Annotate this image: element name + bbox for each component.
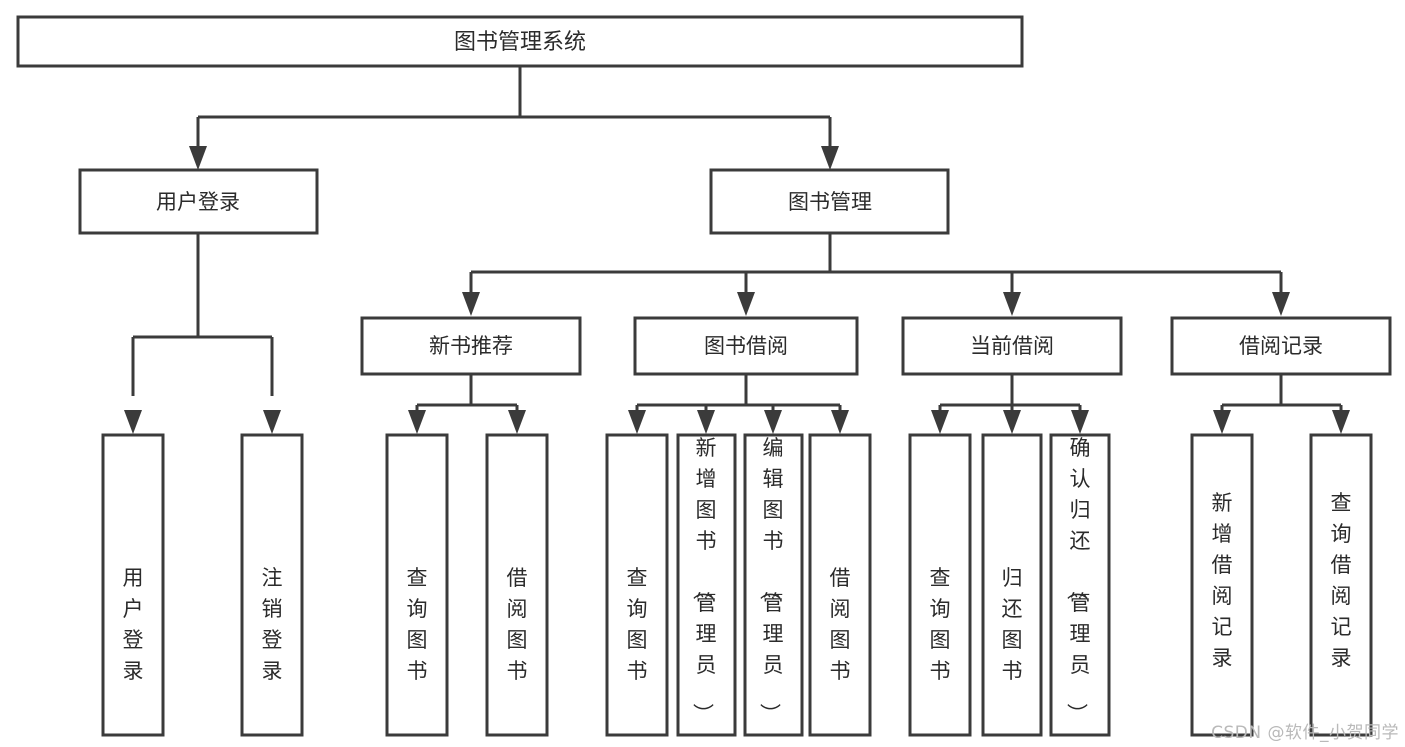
connector-new-book-rec-to-leaves <box>408 374 526 434</box>
node-borrow-record-label: 借阅记录 <box>1239 334 1323 358</box>
leaf-query-record[interactable]: 查询借阅记录 <box>1309 433 1373 737</box>
leaf-logout-box[interactable] <box>240 433 304 737</box>
node-book-manage[interactable]: 图书管理 <box>709 168 950 235</box>
node-book-manage-box[interactable] <box>709 168 950 235</box>
node-root-label: 图书管理系统 <box>454 30 586 55</box>
csdn-watermark: CSDN @软件_小贺同学 <box>1211 723 1399 743</box>
connector-borrow-record-to-leaves <box>1213 374 1350 434</box>
leaf-logout[interactable]: 注销登录 <box>240 433 304 737</box>
node-current-borrow[interactable]: 当前借阅 <box>901 316 1123 376</box>
leaf-query-book-1[interactable]: 查询图书 <box>385 433 449 737</box>
leaf-query-record-label: 查询借阅记录 <box>1331 491 1352 670</box>
node-user-login-label: 用户登录 <box>156 190 240 214</box>
node-book-manage-label: 图书管理 <box>788 190 872 214</box>
node-book-borrow-box[interactable] <box>633 316 859 376</box>
leaf-query-book-3-label: 查询图书 <box>930 566 951 683</box>
connector-user-login-to-leaves <box>124 233 281 434</box>
node-current-borrow-label: 当前借阅 <box>970 334 1054 358</box>
leaf-edit-book[interactable]: 编辑图书（管理员） <box>743 433 804 737</box>
leaf-query-book-3[interactable]: 查询图书 <box>908 433 972 737</box>
leaf-confirm-return-box[interactable] <box>1049 433 1111 737</box>
leaf-add-book[interactable]: 新增图书（管理员） <box>676 433 737 737</box>
leaf-borrow-book-1-box[interactable] <box>485 433 549 737</box>
leaf-add-record-label: 新增借阅记录 <box>1212 491 1233 670</box>
node-book-borrow[interactable]: 图书借阅 <box>633 316 859 376</box>
connector-book-manage-to-level2 <box>462 233 1290 316</box>
leaf-borrow-book-1-label: 借阅图书 <box>507 566 528 683</box>
node-root[interactable]: 图书管理系统 <box>16 15 1024 68</box>
leaf-borrow-book-2-label: 借阅图书 <box>830 566 851 683</box>
leaf-query-record-box[interactable] <box>1309 433 1373 737</box>
leaf-borrow-book-1[interactable]: 借阅图书 <box>485 433 549 737</box>
leaf-user-login-box[interactable] <box>101 433 165 737</box>
leaf-user-login[interactable]: 用户登录 <box>101 433 165 737</box>
leaf-edit-book-box[interactable] <box>743 433 804 737</box>
node-new-book-rec[interactable]: 新书推荐 <box>360 316 582 376</box>
leaf-query-book-1-box[interactable] <box>385 433 449 737</box>
leaf-borrow-book-2-box[interactable] <box>808 433 872 737</box>
connector-book-borrow-to-leaves <box>628 374 849 434</box>
leaf-edit-book-label: 编辑图书（管理员） <box>758 436 784 724</box>
leaf-confirm-return-label: 确认归还（管理员） <box>1065 436 1091 724</box>
leaf-confirm-return[interactable]: 确认归还（管理员） <box>1049 433 1111 737</box>
leaf-add-record[interactable]: 新增借阅记录 <box>1190 433 1254 737</box>
leaf-borrow-book-2[interactable]: 借阅图书 <box>808 433 872 737</box>
node-borrow-record-box[interactable] <box>1170 316 1392 376</box>
leaf-query-book-2-label: 查询图书 <box>627 566 648 683</box>
leaf-add-record-box[interactable] <box>1190 433 1254 737</box>
node-user-login-box[interactable] <box>78 168 319 235</box>
leaf-logout-label: 注销登录 <box>262 566 283 683</box>
node-user-login[interactable]: 用户登录 <box>78 168 319 235</box>
leaf-query-book-1-label: 查询图书 <box>407 566 428 683</box>
leaf-add-book-label: 新增图书（管理员） <box>691 436 717 724</box>
leaf-return-book-label: 归还图书 <box>1002 566 1023 683</box>
leaf-query-book-2[interactable]: 查询图书 <box>605 433 669 737</box>
node-new-book-rec-label: 新书推荐 <box>429 334 513 358</box>
node-borrow-record[interactable]: 借阅记录 <box>1170 316 1392 376</box>
leaf-query-book-2-box[interactable] <box>605 433 669 737</box>
leaf-query-book-3-box[interactable] <box>908 433 972 737</box>
node-new-book-rec-box[interactable] <box>360 316 582 376</box>
leaf-add-book-box[interactable] <box>676 433 737 737</box>
node-book-borrow-label: 图书借阅 <box>704 334 788 358</box>
leaf-user-login-label: 用户登录 <box>123 566 144 683</box>
node-current-borrow-box[interactable] <box>901 316 1123 376</box>
connector-current-borrow-to-leaves <box>931 374 1089 434</box>
node-root-box[interactable] <box>16 15 1024 68</box>
connector-root-to-level1 <box>189 66 839 170</box>
leaf-return-book-box[interactable] <box>981 433 1043 737</box>
leaf-return-book[interactable]: 归还图书 <box>981 433 1043 737</box>
